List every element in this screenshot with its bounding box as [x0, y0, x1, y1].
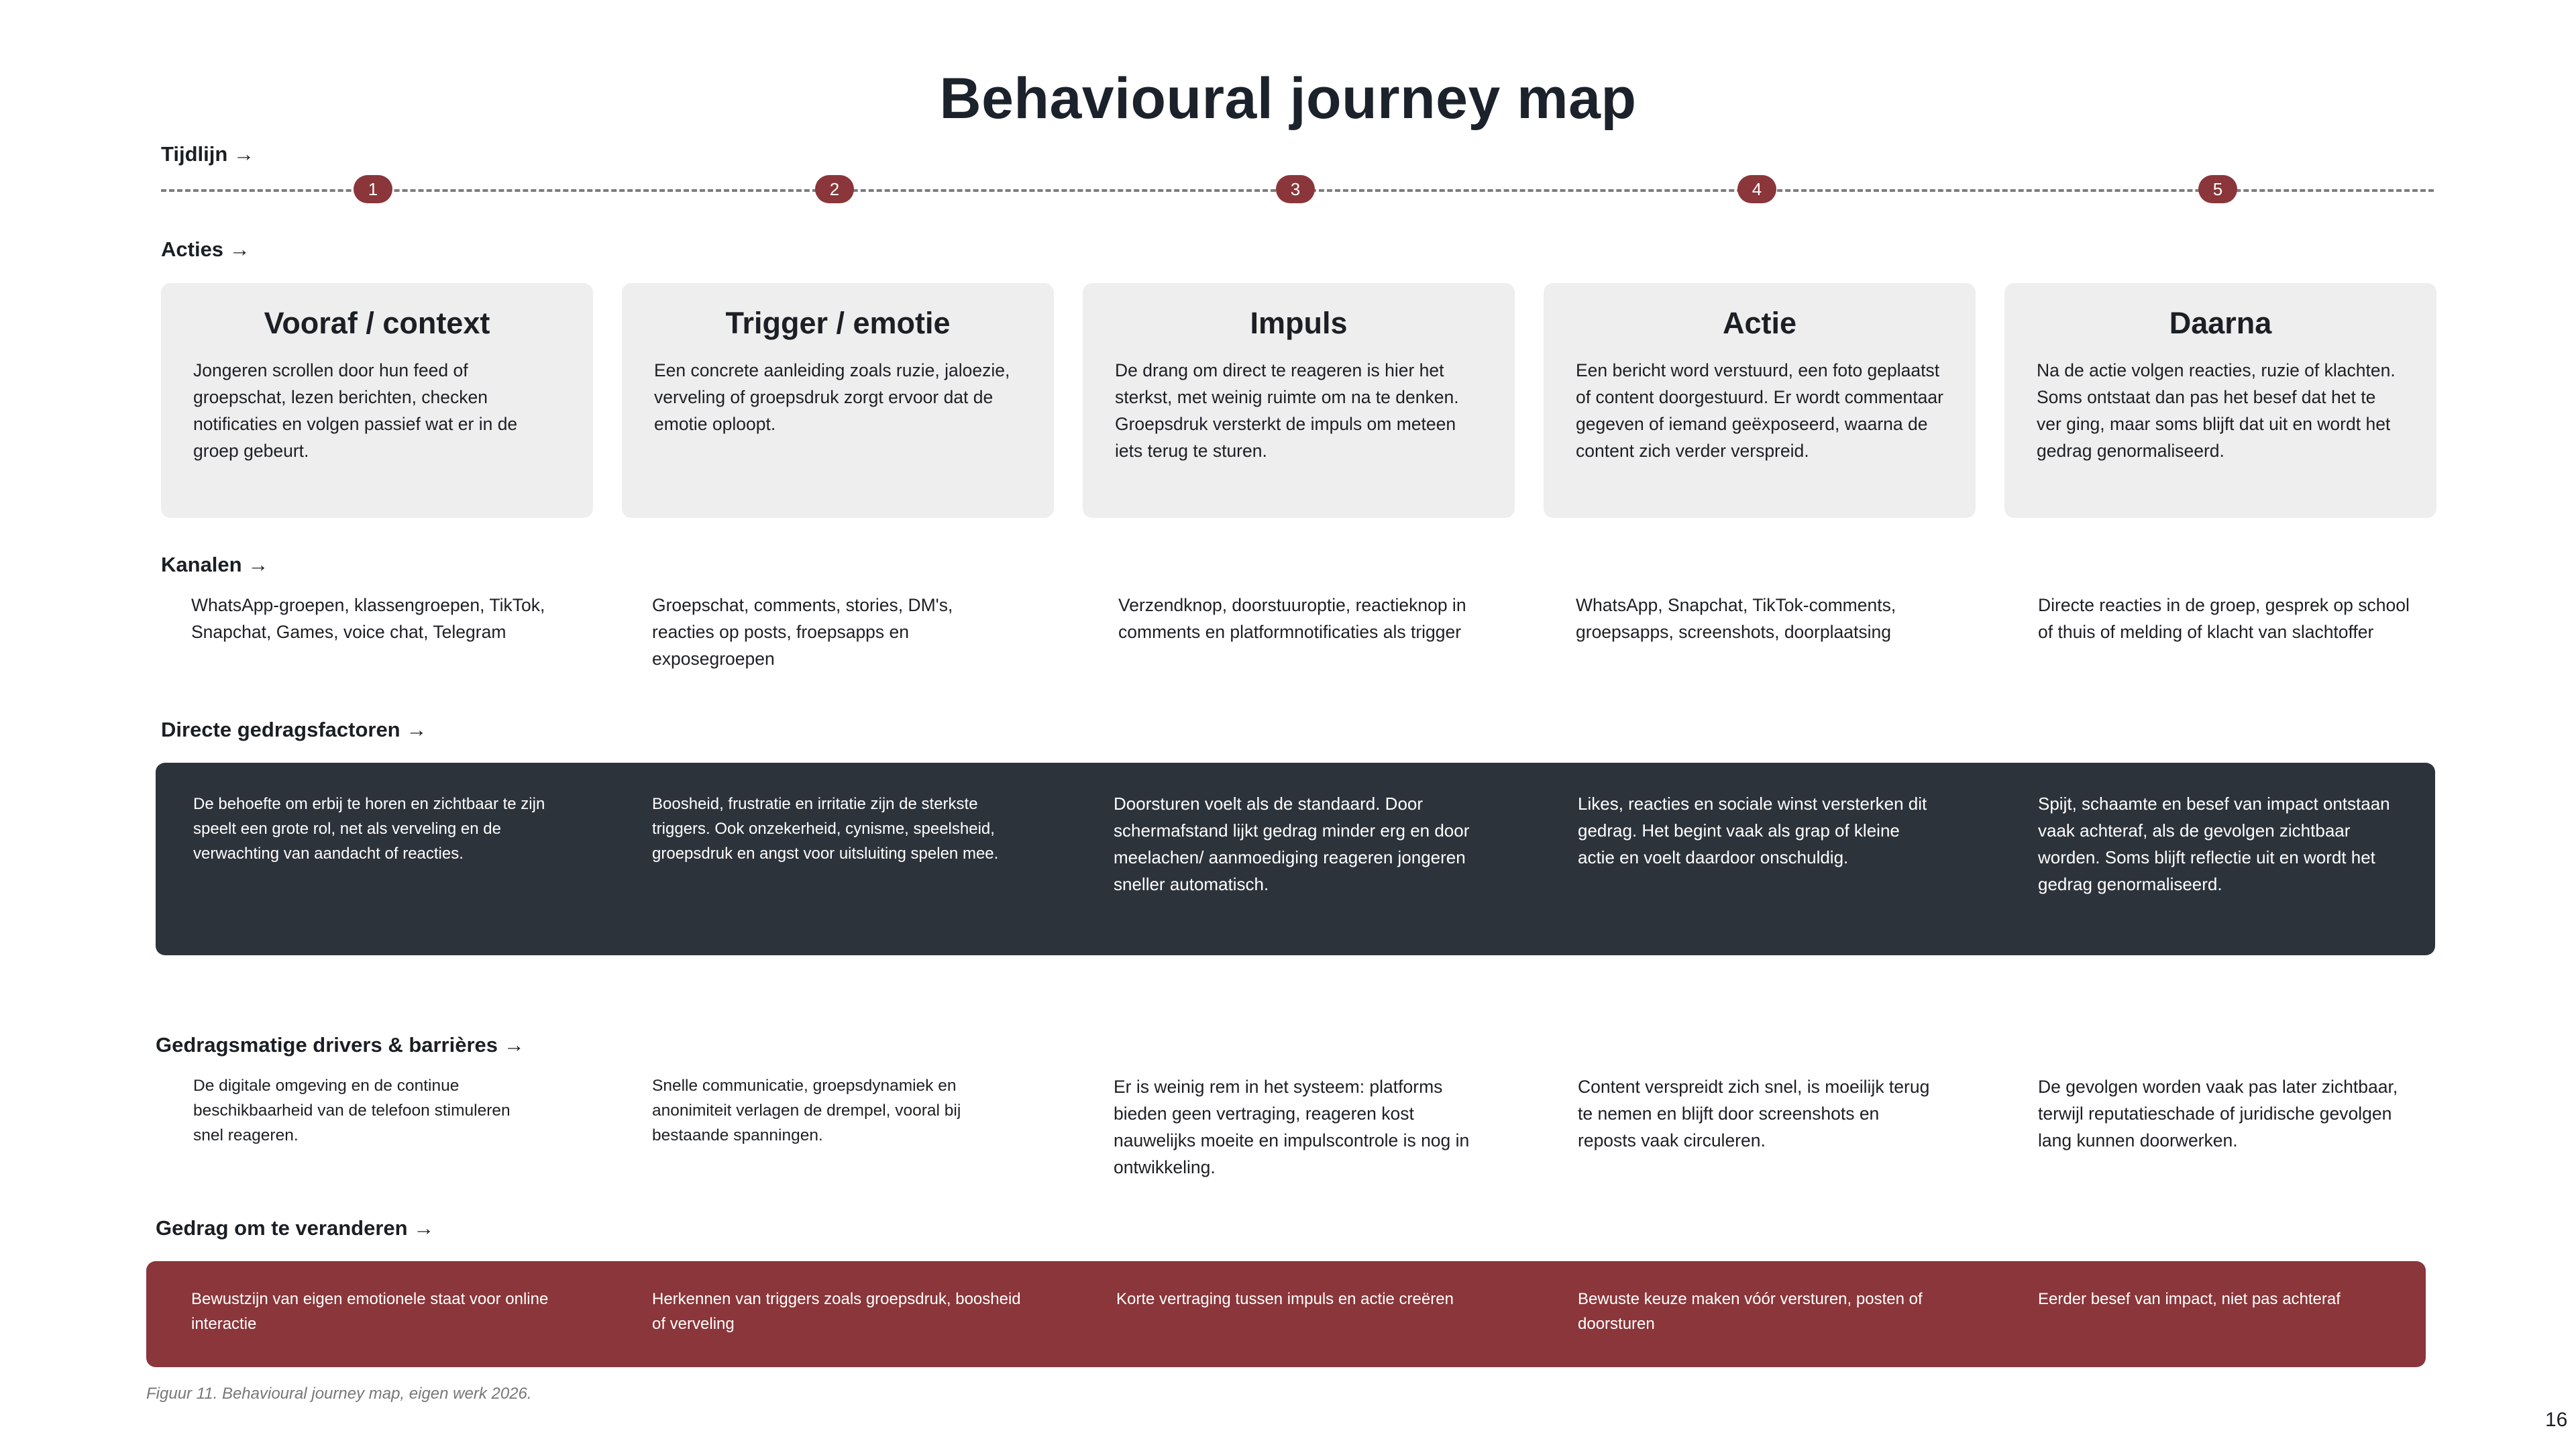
- phase-card-title: Daarna: [2169, 306, 2272, 340]
- phase-card-title: Vooraf / context: [264, 306, 490, 340]
- driver-cell-2: Snelle communicatie, groepsdynamiek en a…: [652, 1077, 961, 1144]
- channels-cell-4: WhatsApp, Snapchat, TikTok-comments, gro…: [1576, 595, 1896, 642]
- step-marker-5: 5: [2198, 175, 2237, 203]
- channels-label: Kanalen →: [161, 553, 269, 576]
- actions-label: Acties →: [161, 237, 250, 261]
- phase-card-text: Jongeren scrollen door hun feed of groep…: [193, 360, 518, 461]
- phase-card-title: Trigger / emotie: [725, 306, 951, 340]
- step-marker-2: 2: [815, 175, 854, 203]
- channels-cell-3: Verzendknop, doorstuuroptie, reactieknop…: [1118, 595, 1466, 642]
- behaviour-cell-3: Korte vertraging tussen impuls en actie …: [1116, 1290, 1454, 1308]
- behaviour-cell-4: Bewuste keuze maken vóór versturen, post…: [1578, 1290, 1923, 1333]
- phase-card-title: Impuls: [1250, 306, 1348, 340]
- driver-cell-3: Er is weinig rem in het systeem: platfor…: [1114, 1077, 1470, 1177]
- drivers-label: Gedragsmatige drivers & barrières →: [156, 1033, 525, 1057]
- behaviour-cell-2: Herkennen van triggers zoals groepsdruk,…: [652, 1290, 1021, 1333]
- direct-factors-label: Directe gedragsfactoren →: [161, 718, 427, 741]
- phase-card-text: De drang om direct te reageren is hier h…: [1115, 360, 1459, 461]
- direct-factor-cell-1: De behoefte om erbij te horen en zichtba…: [193, 795, 545, 863]
- driver-cell-5: De gevolgen worden vaak pas later zichtb…: [2038, 1077, 2398, 1150]
- direct-factor-cell-3: Doorsturen voelt als de standaard. Door …: [1114, 794, 1470, 894]
- direct-factor-cell-4: Likes, reacties en sociale winst verster…: [1578, 794, 1927, 867]
- behaviour-label: Gedrag om te veranderen →: [156, 1216, 435, 1240]
- direct-factor-cell-5: Spijt, schaamte en besef van impact onts…: [2038, 794, 2390, 894]
- phase-card-text: Een concrete aanleiding zoals ruzie, jal…: [654, 360, 1010, 434]
- page-number: 16: [2545, 1409, 2568, 1431]
- phase-card-daarna: Daarna Na de actie volgen reacties, ruzi…: [2004, 283, 2436, 518]
- driver-cell-1: De digitale omgeving en de continue besc…: [193, 1077, 511, 1144]
- phase-card-actie: Actie Een bericht word verstuurd, een fo…: [1544, 283, 1976, 518]
- driver-cell-4: Content verspreidt zich snel, is moeilij…: [1578, 1077, 1930, 1150]
- phase-card-impuls: Impuls De drang om direct te reageren is…: [1083, 283, 1515, 518]
- direct-factors-band: [156, 763, 2435, 955]
- behaviour-cell-5: Eerder besef van impact, niet pas achter…: [2038, 1290, 2341, 1308]
- direct-factor-cell-2: Boosheid, frustratie en irritatie zijn d…: [652, 795, 999, 863]
- page-title: Behavioural journey map: [939, 66, 1637, 131]
- step-marker-1: 1: [354, 175, 392, 203]
- behaviour-band: [146, 1261, 2426, 1367]
- channels-cell-5: Directe reacties in de groep, gesprek op…: [2038, 595, 2410, 642]
- behaviour-cell-1: Bewustzijn van eigen emotionele staat vo…: [191, 1290, 549, 1333]
- phase-card-context: Vooraf / context Jongeren scrollen door …: [161, 283, 593, 518]
- channels-cell-1: WhatsApp-groepen, klassengroepen, TikTok…: [191, 595, 545, 642]
- figure-caption: Figuur 11. Behavioural journey map, eige…: [146, 1385, 532, 1403]
- phase-card-title: Actie: [1722, 306, 1797, 340]
- step-marker-3: 3: [1276, 175, 1315, 203]
- phase-card-trigger: Trigger / emotie Een concrete aanleiding…: [622, 283, 1054, 518]
- phase-card-text: Een bericht word verstuurd, een foto gep…: [1576, 360, 1943, 461]
- timeline-label: Tijdlijn →: [161, 142, 254, 166]
- channels-cell-2: Groepschat, comments, stories, DM's, rea…: [652, 595, 953, 669]
- phase-card-text: Na de actie volgen reacties, ruzie of kl…: [2037, 360, 2396, 461]
- step-marker-4: 4: [1737, 175, 1776, 203]
